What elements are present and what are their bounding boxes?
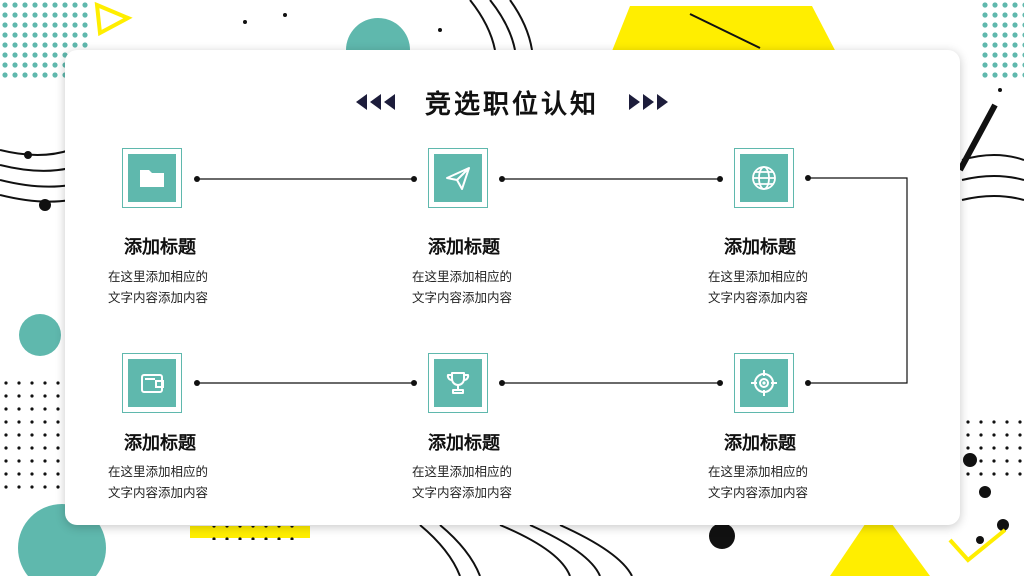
step-3-icon-box [734, 148, 794, 208]
step-3-description: 在这里添加相应的文字内容添加内容 [707, 269, 808, 305]
step-5-title: 添加标题 [428, 433, 500, 454]
step-5-icon-box [428, 353, 488, 413]
title-row: 竞选职位认知 [0, 82, 1024, 122]
paper-plane-icon [446, 167, 470, 190]
step-6-title: 添加标题 [724, 433, 796, 454]
step-2-description: 在这里添加相应的文字内容添加内容 [411, 269, 512, 305]
step-1-title: 添加标题 [124, 237, 196, 258]
step-4-icon-box [122, 353, 182, 413]
folder-icon [140, 170, 164, 187]
step-6-description: 在这里添加相应的文字内容添加内容 [707, 464, 808, 500]
step-5-description: 在这里添加相应的文字内容添加内容 [411, 464, 512, 500]
step-1-icon-box [122, 148, 182, 208]
step-2-icon-box [428, 148, 488, 208]
target-icon [751, 370, 777, 396]
globe-icon [752, 166, 776, 190]
step-3-title: 添加标题 [724, 237, 796, 258]
step-4-description: 在这里添加相应的文字内容添加内容 [107, 464, 208, 500]
right-arrows-icon [629, 94, 668, 110]
step-1-description: 在这里添加相应的文字内容添加内容 [107, 269, 208, 305]
trophy-icon [446, 372, 470, 394]
step-2-title: 添加标题 [428, 237, 500, 258]
wallet-icon [141, 374, 164, 393]
step-4-title: 添加标题 [124, 433, 196, 454]
page-title: 竞选职位认知 [424, 89, 599, 120]
left-arrows-icon [355, 94, 395, 110]
step-6-icon-box [734, 353, 794, 413]
